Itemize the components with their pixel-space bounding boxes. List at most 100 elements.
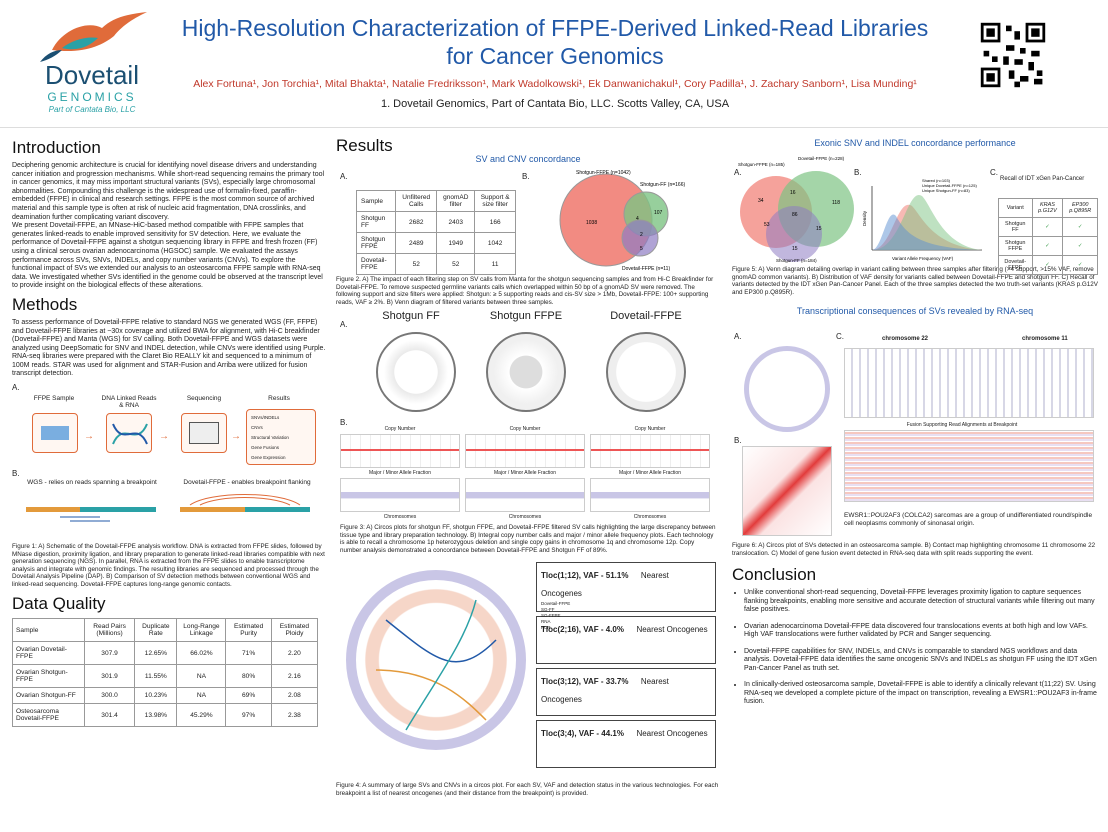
table-header: Unfiltered Calls — [395, 190, 438, 212]
table-header: Support & size filter — [474, 190, 516, 212]
translocation-links — [375, 599, 497, 731]
tloc-title: Tloc(3;4), VAF - 44.1% — [541, 729, 624, 738]
assay: SG-FF — [541, 607, 555, 612]
venn-circle-shotgun-ff — [766, 206, 822, 262]
table-header: Read Pairs (Millions) — [83, 618, 136, 643]
chrom-label: Chromosomes — [633, 514, 667, 520]
figure-3: A. Shotgun FF Shotgun FFPE Dovetail-FFPE… — [336, 310, 720, 554]
result-item-cnv: CNVs — [251, 425, 263, 431]
right-column: Exonic SNV and INDEL concordance perform… — [732, 130, 1098, 715]
venn-label: Shotgun-FFPE (n=1042) — [576, 170, 631, 176]
fig6-panel-b: B. — [734, 436, 742, 445]
check-icon: ✓ — [1031, 255, 1064, 275]
conclusion-item: Unlike conventional short-read sequencin… — [744, 589, 1098, 615]
results-list: SNVs/INDELs CNVs Structural Variation Ge… — [246, 409, 316, 466]
table-cell: Dovetail-FFPE — [998, 255, 1033, 275]
table-header-row: Sample Read Pairs (Millions) Duplicate R… — [12, 618, 319, 643]
brand-tag: Part of Cantata Bio, LLC — [48, 105, 136, 114]
table-header: Estimated Purity — [225, 618, 272, 643]
title-line-1: High-Resolution Characterization of FFPE… — [181, 15, 929, 41]
fig6-caption: Figure 6: A) Circos plot of SVs detected… — [732, 542, 1096, 557]
brand-name: Dovetail — [45, 60, 139, 90]
vaf-density-plot: Shared (n=103) Unique Dovetail-FFPE (n=1… — [862, 178, 982, 261]
dna-helix-icon — [106, 413, 152, 454]
maf-plot — [590, 478, 710, 512]
poster-title: High-Resolution Characterization of FFPE… — [160, 14, 950, 70]
workflow-step-1: FFPE Sample — [33, 395, 75, 403]
data-quality-table: Sample Read Pairs (Millions) Duplicate R… — [12, 618, 319, 728]
tloc-nearest: Nearest Oncogenes — [636, 729, 708, 738]
methods-heading: Methods — [12, 294, 78, 314]
fig4-circos-plot — [346, 570, 526, 750]
table-cell: Osteosarcoma Dovetail-FFPE — [12, 703, 85, 728]
table-cell: Shotgun FF — [998, 217, 1033, 237]
table-cell: NA — [176, 664, 227, 689]
table-cell: 66.02% — [176, 641, 227, 666]
tloc-title: Tloc(1;12), VAF - 51.1% — [541, 571, 629, 580]
contact-map-heatmap — [742, 446, 832, 536]
table-cell: 10.23% — [134, 687, 178, 705]
tloc-box-3-12: Tloc(3;12), VAF - 33.7% Nearest Oncogene… — [536, 668, 716, 716]
workflow-step-4: Results — [268, 395, 290, 403]
fig6-panel-a: A. — [734, 332, 742, 341]
fusion-label: Fusion Supporting Read Alignments at Bre… — [906, 422, 1018, 428]
assay: PCR — [541, 625, 551, 630]
venn-label: Shotgun-FFPE (n=185) — [738, 162, 785, 167]
table-cell: Shotgun FFPE — [355, 232, 397, 254]
fig3-caption: Figure 3: A) Circos plots for shotgun FF… — [340, 524, 716, 554]
brand-sub: GENOMICS — [47, 90, 137, 104]
table-cell: 97% — [225, 703, 272, 728]
title-line-2: for Cancer Genomics — [446, 43, 664, 69]
intro-heading: Introduction — [12, 138, 101, 157]
workflow-step-3: Sequencing — [186, 395, 222, 403]
recall-title: Recall of IDT xGen Pan-Cancer — [1000, 176, 1085, 182]
intro-text: Deciphering genomic architecture is cruc… — [12, 162, 325, 221]
maf-plot — [465, 478, 585, 512]
breakpoint-schematic — [26, 494, 310, 522]
conclusion-item: Dovetail-FFPE capabilities for SNV, INDE… — [744, 648, 1098, 674]
venn-label: Shotgun-FF (n=166) — [640, 182, 685, 188]
circos-title: Shotgun FFPE — [489, 310, 563, 322]
venn-number: 4 — [636, 216, 639, 222]
fig5-panel-b: B. — [854, 168, 862, 177]
rna-title: Transcriptional consequences of SVs reve… — [796, 306, 1034, 316]
y-axis-label: Density — [862, 210, 867, 226]
circos-title: Shotgun FF — [382, 310, 440, 322]
table-cell: Ovarian Shotgun-FFPE — [12, 664, 85, 689]
venn-number: 5 — [640, 246, 643, 252]
assay: Dovetail-FFPE — [541, 601, 571, 606]
gene-model-tracks — [844, 348, 1094, 418]
fig2-panel-a: A. — [340, 172, 348, 181]
tloc-nearest: Nearest Oncogenes — [541, 677, 669, 704]
table-cell: NA — [176, 687, 227, 705]
circos-title: Dovetail-FFPE — [610, 310, 682, 322]
table-cell: 1949 — [436, 232, 476, 254]
table-cell: Shotgun FF — [355, 211, 397, 233]
table-cell: 52 — [436, 253, 476, 275]
table-cell: 11.55% — [134, 664, 178, 689]
left-column: Introduction Deciphering genomic archite… — [12, 130, 326, 728]
venn-label: Dovetail-FFPE (n=228) — [798, 156, 845, 161]
table-cell: 71% — [225, 641, 272, 666]
table-cell: 13.98% — [134, 703, 178, 728]
chr11-label: chromosome 11 — [1022, 336, 1068, 342]
fig1-panel-a: A. — [12, 383, 20, 393]
table-row: Shotgun FF✓✓ — [998, 217, 1098, 237]
venn-number: 15 — [792, 246, 798, 252]
x-axis-label: Variant Allele Frequency (VAF) — [892, 256, 954, 261]
tloc-summary: Tloc(1;12), VAF - 51.1% Nearest Oncogene… — [536, 562, 716, 776]
tloc-nearest: Nearest Oncogenes — [541, 571, 669, 598]
fig1-panel-b: B. — [12, 469, 20, 479]
qr-code-icon[interactable] — [978, 20, 1048, 90]
venn-number: 15 — [816, 226, 822, 232]
figure-1: A. FFPE Sample DNA Linked Reads & RNA Se… — [12, 383, 326, 543]
venn-label: Shotgun-FF (n=184) — [776, 258, 817, 263]
table-cell: 45.29% — [176, 703, 227, 728]
table-cell: 2.20 — [270, 641, 319, 666]
table-cell: 2.16 — [270, 664, 319, 689]
check-icon: ✓ — [1062, 255, 1098, 275]
check-icon: ✓ — [1062, 217, 1098, 237]
